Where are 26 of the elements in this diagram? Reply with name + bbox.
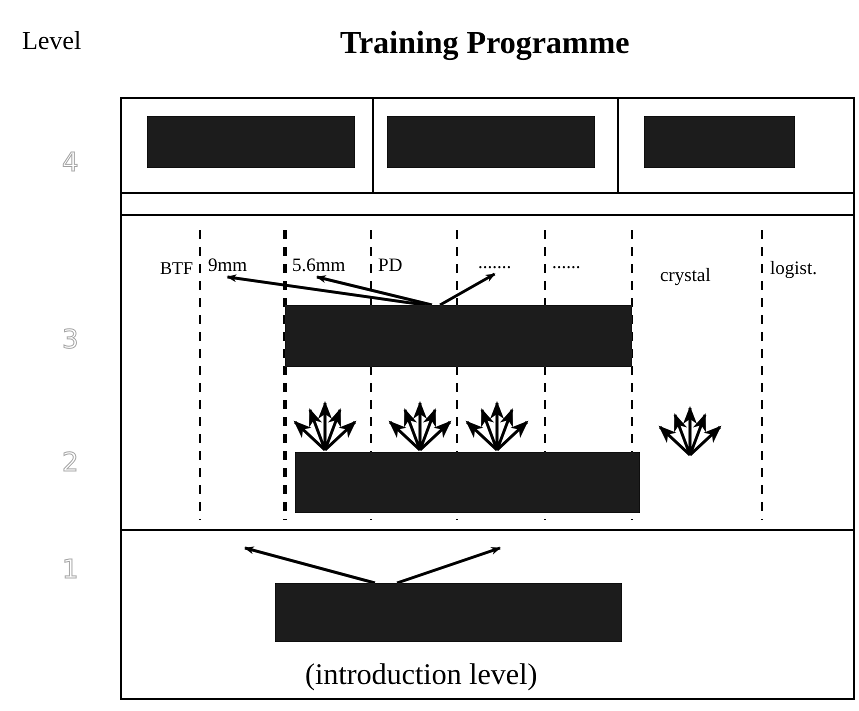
level-bar: [147, 116, 355, 168]
level-number: 3: [62, 327, 79, 353]
level-bar: [644, 116, 795, 168]
option-label: .......: [478, 253, 512, 272]
option-label: 9mm: [208, 256, 248, 275]
option-label: 5.6mm: [292, 256, 346, 275]
level-bar: [387, 116, 595, 168]
arrow: [244, 546, 376, 584]
column-label: logist.: [770, 259, 817, 278]
arrow: [226, 274, 426, 306]
column-label: crystal: [660, 266, 711, 285]
level-heading: Level: [22, 28, 82, 54]
level-number: 2: [62, 450, 79, 476]
column-label: PD: [378, 256, 402, 275]
title: Training Programme: [340, 26, 630, 58]
level-number: 1: [62, 557, 79, 583]
arrow: [396, 546, 501, 584]
column-label: BTF: [160, 259, 194, 277]
column-label: ......: [552, 253, 580, 272]
level-bar: [285, 305, 632, 367]
level-number: 4: [62, 150, 79, 176]
level-bar: [275, 583, 622, 642]
arrow: [439, 272, 496, 306]
arrow: [316, 275, 432, 306]
level-bar: [295, 452, 640, 513]
level-caption: (introduction level): [305, 660, 538, 690]
